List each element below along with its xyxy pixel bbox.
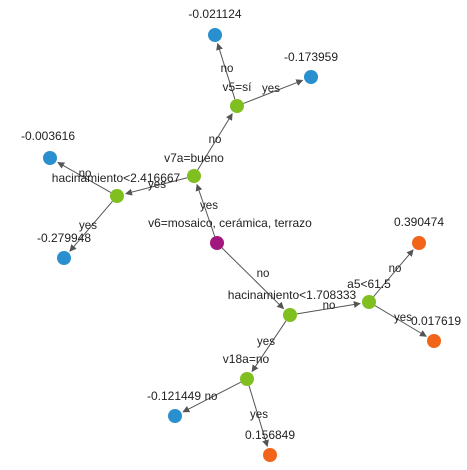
edge-hac1-to-leaf_hac1_yes	[69, 200, 113, 252]
node-label-v5: v5=sí	[222, 80, 252, 94]
node-label-leaf_a5_yes: 0.017619	[411, 314, 461, 328]
edge-label-yes: yes	[394, 312, 412, 324]
split-node-hac1[interactable]	[110, 189, 124, 203]
node-label-leaf_v18a_yes: 0.156849	[245, 428, 295, 442]
edges-layer	[57, 42, 427, 448]
node-label-v18a: v18a=no	[223, 352, 270, 366]
leaf-node-leaf_v18a_no[interactable]	[168, 409, 182, 423]
edge-label-yes: yes	[262, 83, 280, 95]
edge-label-no: no	[221, 63, 234, 75]
edge-v18a-to-leaf_v18a_yes	[248, 385, 269, 448]
edge-v7a-to-v5	[197, 113, 233, 171]
node-label-root: v6=mosaico, cerámica, terrazo	[148, 216, 312, 230]
node-label-leaf_hac1_no: -0.003616	[21, 129, 75, 143]
edge-v18a-to-leaf_v18a_no	[182, 381, 242, 413]
leaf-node-leaf_a5_yes[interactable]	[427, 334, 441, 348]
labels-layer: yes no no yes no yes no yes no yes no yes no yes v6=mo…	[21, 7, 461, 442]
edge-label-yes: yes	[200, 200, 218, 212]
edge-root-to-hac2	[221, 247, 285, 310]
split-node-a5[interactable]	[362, 295, 376, 309]
edge-label-no: no	[209, 134, 222, 146]
edge-label-no: no	[257, 268, 270, 280]
split-node-hac2[interactable]	[283, 308, 297, 322]
edge-label-yes: yes	[257, 336, 275, 348]
edge-root-to-v7a	[195, 183, 216, 237]
node-label-leaf_v5_no: -0.021124	[188, 7, 241, 21]
node-label-v7a: v7a=bueno	[164, 151, 224, 165]
split-node-v7a[interactable]	[187, 169, 201, 183]
node-label-leaf_a5_no: 0.390474	[394, 215, 444, 229]
node-label-hac2: hacinamiento<1.708333	[228, 288, 357, 302]
leaf-node-leaf_hac1_yes[interactable]	[57, 251, 71, 265]
edge-v5-to-leaf_v5_yes	[243, 79, 304, 104]
edge-label-yes: yes	[79, 220, 97, 232]
leaf-node-leaf_v18a_yes[interactable]	[263, 448, 277, 462]
edge-label-no: no	[79, 168, 92, 180]
split-node-v5[interactable]	[230, 99, 244, 113]
edge-label-no: no	[205, 391, 218, 403]
edge-a5-to-leaf_a5_yes	[374, 305, 427, 337]
edge-hac1-to-leaf_hac1_no	[57, 162, 112, 193]
edge-hac2-to-v18a	[251, 320, 287, 373]
leaf-node-leaf_a5_no[interactable]	[412, 236, 426, 250]
node-label-leaf_v18a_no: -0.121449	[147, 389, 201, 403]
leaf-node-leaf_hac1_no[interactable]	[43, 151, 57, 165]
edge-hac2-to-a5	[296, 301, 361, 315]
edge-label-yes: yes	[250, 409, 268, 421]
nodes-layer	[43, 28, 441, 462]
edge-label-yes: yes	[148, 179, 166, 191]
node-label-a5: a5<61.5	[347, 277, 391, 291]
leaf-node-leaf_v5_no[interactable]	[208, 28, 222, 42]
node-label-leaf_hac1_yes: -0.279948	[37, 231, 91, 245]
edge-a5-to-leaf_a5_no	[373, 249, 414, 297]
edge-v5-to-leaf_v5_no	[216, 42, 236, 100]
node-label-leaf_v5_yes: -0.173959	[284, 50, 338, 64]
edge-v7a-to-hac1	[125, 177, 188, 196]
split-node-v18a[interactable]	[240, 372, 254, 386]
leaf-node-leaf_v5_yes[interactable]	[304, 70, 318, 84]
edge-label-no: no	[323, 300, 336, 312]
split-node-root[interactable]	[210, 236, 224, 250]
node-label-hac1: hacinamiento<2.416667	[52, 171, 181, 185]
edge-label-no: no	[389, 263, 402, 275]
